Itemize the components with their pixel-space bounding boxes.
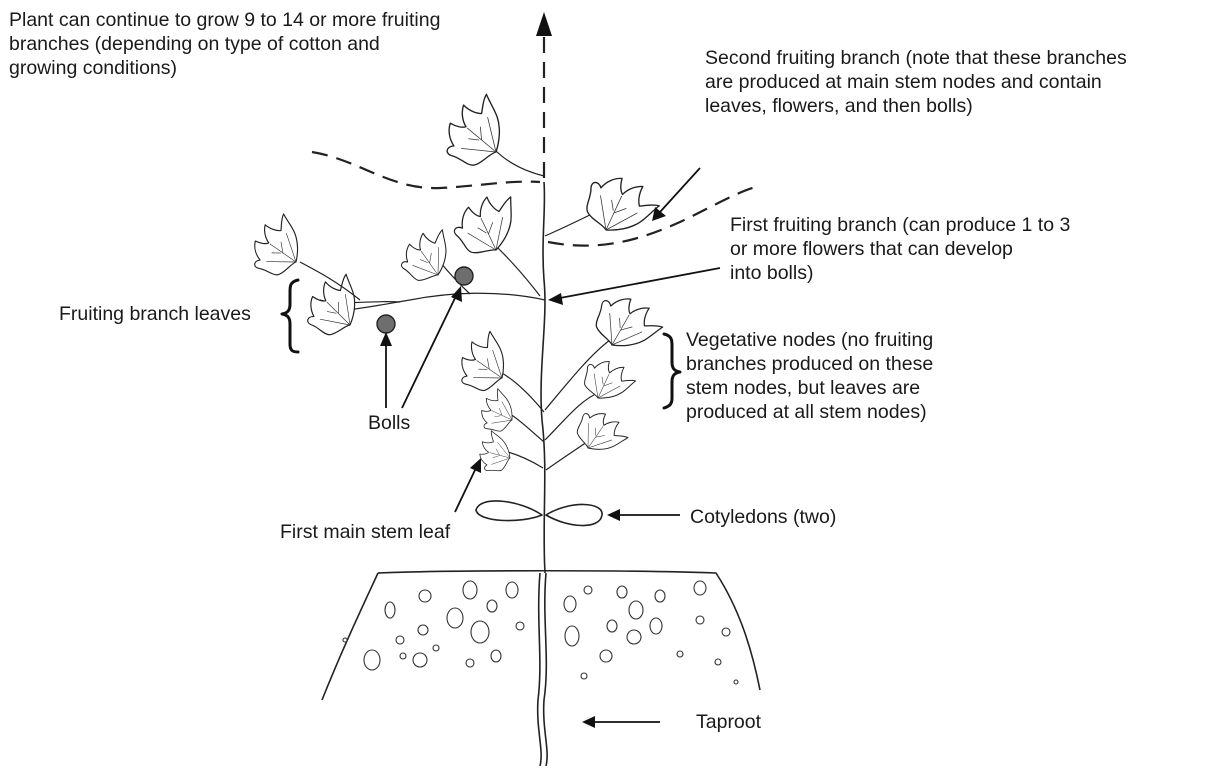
- label-line: growing conditions): [9, 56, 440, 80]
- upper-growth: [312, 88, 544, 188]
- label-line: branches produced on these: [686, 352, 933, 376]
- label-line: Second fruiting branch (note that these …: [705, 46, 1127, 70]
- label-line: branches (depending on type of cotton an…: [9, 32, 440, 56]
- label-second-branch: Second fruiting branch (note that these …: [705, 46, 1127, 118]
- label-cotyledons: Cotyledons (two): [690, 505, 836, 529]
- label-line: produced at all stem nodes): [686, 400, 933, 424]
- label-first-branch: First fruiting branch (can produce 1 to …: [730, 213, 1070, 285]
- taproot-outline: [544, 573, 547, 766]
- first-fruiting-branch: [241, 189, 545, 344]
- main-stem-leaves: [448, 284, 667, 476]
- soil: [322, 571, 760, 700]
- label-line: into bolls): [730, 261, 1070, 285]
- cotyledons: [476, 501, 602, 526]
- boll-upper: [455, 267, 473, 285]
- label-line: First fruiting branch (can produce 1 to …: [730, 213, 1070, 237]
- label-taproot: Taproot: [696, 710, 761, 734]
- boll-lower: [377, 315, 395, 333]
- growth-arrowhead: [536, 12, 552, 36]
- label-line: or more flowers that can develop: [730, 237, 1070, 261]
- label-bolls: Bolls: [368, 411, 410, 435]
- label-line: Plant can continue to grow 9 to 14 or mo…: [9, 8, 440, 32]
- label-vegetative-nodes: Vegetative nodes (no fruiting branches p…: [686, 328, 933, 424]
- label-line: stem nodes, but leaves are: [686, 376, 933, 400]
- label-line: Vegetative nodes (no fruiting: [686, 328, 933, 352]
- label-fruiting-leaves: Fruiting branch leaves: [59, 302, 251, 326]
- second-fruiting-branch: [545, 164, 760, 247]
- label-line: leaves, flowers, and then bolls): [705, 94, 1127, 118]
- label-first-main-stem-leaf: First main stem leaf: [280, 520, 450, 544]
- vegetative-nodes-bracket: [664, 334, 680, 408]
- label-line: are produced at main stem nodes and cont…: [705, 70, 1127, 94]
- fruiting-leaves-bracket: [282, 280, 298, 352]
- taproot: [538, 573, 541, 766]
- label-top-growth: Plant can continue to grow 9 to 14 or mo…: [9, 8, 440, 80]
